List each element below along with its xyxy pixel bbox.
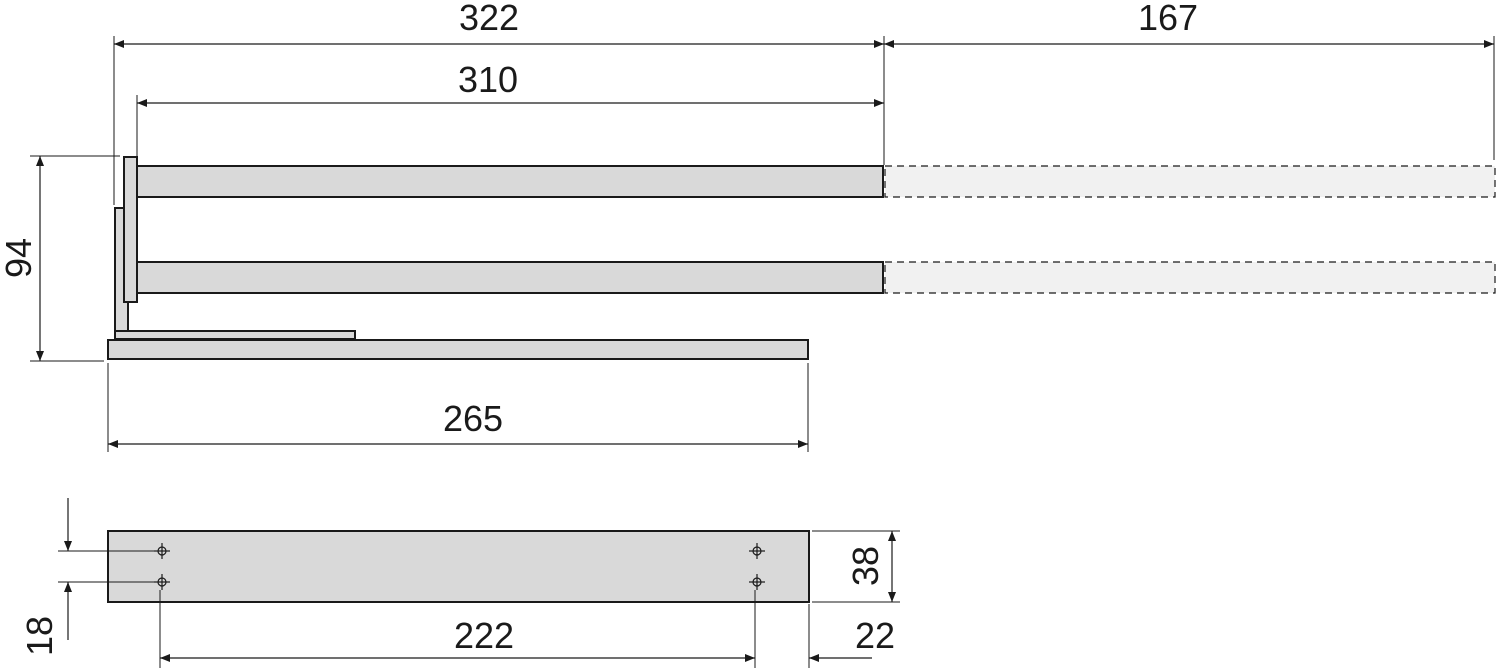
bar-holder — [123, 156, 138, 303]
dim-label-265: 265 — [443, 398, 503, 439]
mounting-hole — [749, 543, 765, 559]
dim-label-322: 322 — [459, 0, 519, 38]
extended-lower-bar-ghost — [884, 261, 1496, 294]
dim-label-38: 38 — [845, 546, 886, 586]
dim-label-222: 222 — [454, 615, 514, 656]
extended-upper-bar-ghost — [884, 165, 1496, 198]
mounting-hole — [154, 574, 170, 590]
side-view — [107, 156, 1496, 360]
mounting-hole — [154, 543, 170, 559]
base-rail — [107, 339, 809, 360]
lower-bar — [136, 261, 884, 294]
extension-lines-top — [30, 36, 1495, 452]
mounting-hole — [749, 574, 765, 590]
dim-label-18: 18 — [19, 616, 60, 656]
bracket-arm — [114, 330, 356, 340]
mounting-plate-view — [107, 530, 810, 603]
dim-label-94: 94 — [0, 238, 39, 278]
upper-bar — [136, 165, 884, 198]
dim-label-310: 310 — [458, 59, 518, 100]
dimension-lines-top — [36, 40, 1494, 448]
dimension-labels: 322 167 310 94 265 222 22 38 18 — [0, 0, 1198, 656]
dim-label-22: 22 — [855, 615, 895, 656]
dim-label-167: 167 — [1138, 0, 1198, 38]
dimension-lines-bottom — [64, 498, 896, 662]
mounting-plate — [107, 530, 810, 603]
